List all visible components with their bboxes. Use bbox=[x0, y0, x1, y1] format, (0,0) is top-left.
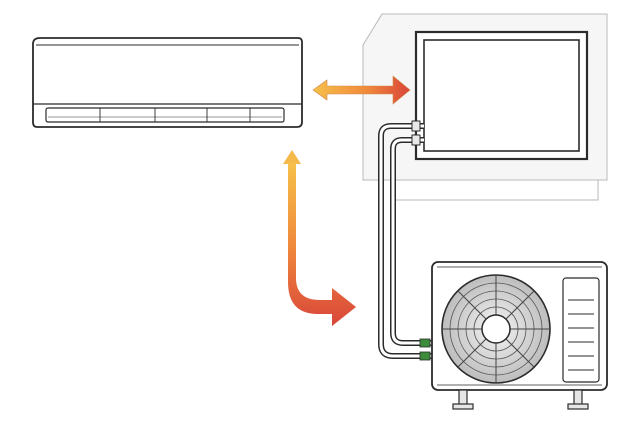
indoor-ac-unit-icon bbox=[32, 37, 303, 128]
valve-icon bbox=[419, 338, 431, 348]
pipe-icon bbox=[378, 120, 432, 359]
wall-window-group bbox=[362, 13, 608, 201]
outdoor-unit-feet bbox=[452, 389, 589, 410]
outdoor-fan-icon bbox=[419, 261, 608, 410]
indoor-unit-vent bbox=[45, 107, 285, 123]
outdoor-side-panel bbox=[562, 277, 600, 383]
fan-hub bbox=[481, 314, 511, 344]
window-inner-frame bbox=[423, 39, 580, 152]
wall-ledge bbox=[394, 180, 599, 201]
vertical-flow-arrow-icon bbox=[283, 150, 356, 326]
bidirectional-arrow-icon bbox=[312, 75, 411, 105]
